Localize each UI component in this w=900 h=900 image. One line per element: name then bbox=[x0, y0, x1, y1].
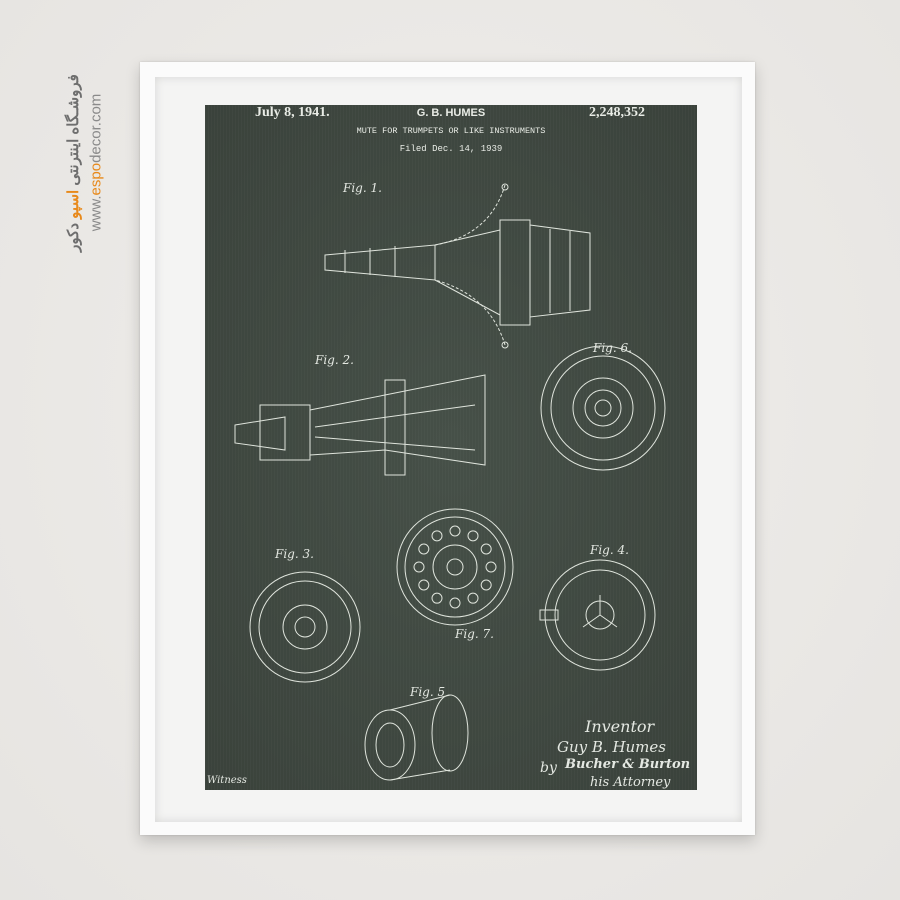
bolt-ring bbox=[413, 525, 497, 609]
figure-2-label: Fig. 2. bbox=[315, 353, 354, 367]
bolt-hole bbox=[431, 530, 443, 542]
brand-url-highlight: espo bbox=[87, 162, 105, 196]
bolt-hole bbox=[449, 525, 461, 537]
patent-inventor-header: G. B. HUMES bbox=[416, 107, 486, 119]
bolt-hole bbox=[467, 592, 479, 604]
attorney-label: his Attorney bbox=[590, 775, 671, 790]
bolt-hole bbox=[449, 597, 461, 609]
figure-7-drawing bbox=[396, 508, 514, 626]
bolt-hole bbox=[467, 530, 479, 542]
witness-label: Witness bbox=[207, 775, 247, 786]
figure-5-drawing bbox=[364, 694, 469, 781]
patent-number: 2,248,352 bbox=[589, 105, 645, 120]
figure-6-drawing bbox=[540, 345, 666, 471]
brand-name-fa-prefix: فروشـگاه اینترنتی bbox=[65, 74, 82, 186]
patent-poster: July 8, 1941. G. B. HUMES 2,248,352 MUTE… bbox=[205, 105, 697, 790]
figure-3-drawing bbox=[249, 571, 361, 683]
figure-4-drawing bbox=[539, 559, 656, 671]
figure-7-label: Fig. 7. bbox=[455, 627, 494, 641]
figure-5-label: Fig. 5 bbox=[410, 685, 446, 699]
patent-title: MUTE FOR TRUMPETS OR LIKE INSTRUMENTS bbox=[356, 126, 546, 136]
patent-drawings bbox=[234, 183, 666, 781]
bolt-hole bbox=[418, 579, 430, 591]
bolt-hole bbox=[413, 561, 425, 573]
inventor-name: Guy B. Humes bbox=[557, 738, 666, 756]
brand-url: www.espodecor.com bbox=[88, 63, 105, 263]
bolt-hole bbox=[418, 543, 430, 555]
bolt-hole bbox=[480, 579, 492, 591]
patent-date: July 8, 1941. bbox=[255, 105, 330, 120]
figure-3-label: Fig. 3. bbox=[275, 547, 314, 561]
brand-name-fa: فروشـگاه اینترنتی اسپو دکور bbox=[64, 63, 82, 263]
brand-url-suffix: decor.com bbox=[87, 93, 105, 163]
brand-url-prefix: www. bbox=[87, 195, 105, 232]
bolt-hole bbox=[431, 592, 443, 604]
bolt-hole bbox=[485, 561, 497, 573]
brand-name-fa-suffix: دکور bbox=[65, 222, 82, 252]
figure-4-label: Fig. 4. bbox=[590, 543, 629, 557]
figure-1-label: Fig. 1. bbox=[343, 181, 382, 195]
bolt-hole bbox=[480, 543, 492, 555]
brand-name-fa-highlight: اسپو bbox=[65, 189, 82, 219]
attorney-signature: Bucher & Burton bbox=[565, 757, 691, 772]
figure-6-label: Fig. 6. bbox=[593, 341, 632, 355]
brand-watermark: فروشـگاه اینترنتی اسپو دکور www.espodeco… bbox=[48, 63, 105, 266]
patent-filed-date: Filed Dec. 14, 1939 bbox=[399, 144, 503, 154]
figure-1-drawing bbox=[324, 183, 591, 349]
figure-2-drawing bbox=[234, 374, 486, 476]
inventor-label: Inventor bbox=[585, 717, 655, 736]
by-label: by bbox=[540, 760, 557, 776]
